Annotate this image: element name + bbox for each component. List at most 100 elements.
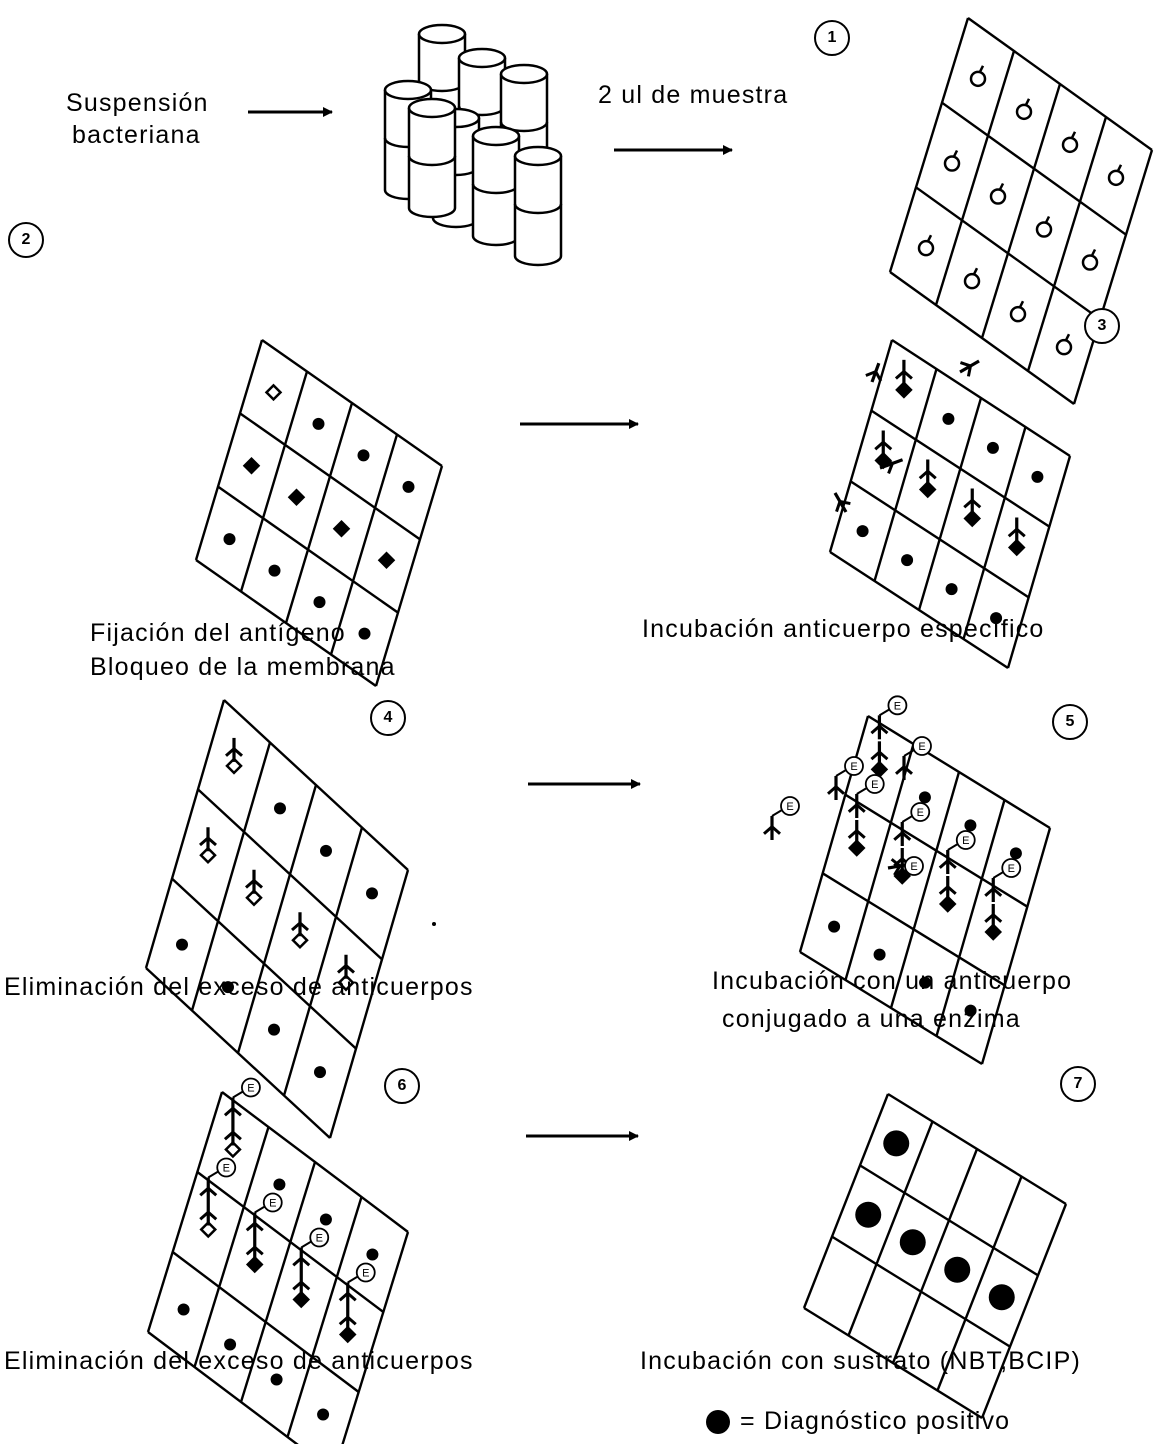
grid-line — [871, 411, 1049, 527]
enzyme-label: E — [917, 807, 924, 819]
antigen-dot — [901, 554, 913, 566]
suspension-label-line1: Suspensión — [66, 88, 209, 118]
antigen-dot — [269, 565, 281, 577]
grid-line — [982, 1204, 1066, 1418]
antigen-dot — [176, 939, 188, 951]
tube — [473, 127, 519, 245]
antigen-dot — [313, 418, 325, 430]
tube-rim — [409, 99, 455, 117]
conjugate-link — [348, 1277, 358, 1283]
sample-spot — [1017, 105, 1031, 119]
antigen-dot — [358, 449, 370, 461]
step-number-7: 7 — [1060, 1066, 1096, 1102]
antibody — [293, 1272, 309, 1296]
antibody — [828, 776, 844, 800]
antibody — [964, 489, 980, 515]
antigen-dot — [320, 1214, 332, 1226]
antigen-dot — [178, 1304, 190, 1316]
antibody — [200, 1178, 216, 1202]
sample-spot-tick — [954, 151, 957, 157]
grid-line — [968, 18, 1152, 150]
enzyme-label: E — [894, 700, 901, 712]
grid-line — [146, 700, 224, 968]
tube-rim — [473, 127, 519, 145]
grid-line — [851, 481, 1029, 597]
antigen-dot — [919, 791, 931, 803]
antigen-dot — [314, 596, 326, 608]
enzyme-label: E — [918, 741, 925, 753]
antibody — [226, 738, 242, 762]
grid-line — [916, 187, 1100, 319]
antigen-dot — [317, 1409, 329, 1421]
antigen-dot — [828, 921, 840, 933]
sample-spot — [1083, 256, 1097, 270]
antibody — [871, 741, 887, 765]
antibody — [225, 1122, 241, 1146]
step-number-5: 5 — [1052, 704, 1088, 740]
antigen-dot — [224, 533, 236, 545]
step-number-6: 6 — [384, 1068, 420, 1104]
grid-line — [172, 879, 356, 1049]
sample-spot — [991, 190, 1005, 204]
grid-line — [890, 272, 1074, 404]
sample-spot-tick — [1118, 165, 1121, 171]
antigen-dot — [274, 802, 286, 814]
positive-result-dot — [900, 1229, 926, 1255]
bacteria-marker — [245, 459, 259, 473]
sample-spot — [1057, 340, 1071, 354]
positive-result-dot — [883, 1130, 909, 1156]
antibody — [849, 820, 865, 844]
step4-caption: Eliminación del exceso de anticuerpos — [4, 972, 474, 1002]
grid-line — [830, 552, 1008, 668]
grid-line — [942, 103, 1126, 235]
enzyme-label: E — [786, 801, 793, 813]
enzyme-label: E — [850, 761, 857, 773]
antibody — [200, 1202, 216, 1226]
enzyme-label: E — [962, 835, 969, 847]
sample-spot-tick — [1072, 132, 1075, 138]
antibody — [985, 904, 1001, 928]
legend-positive-dot — [706, 1410, 730, 1434]
bacteria-marker — [380, 553, 394, 567]
sample-spot-tick — [974, 268, 977, 274]
step-number-3: 3 — [1084, 308, 1120, 344]
grid-line — [860, 1165, 1038, 1275]
antibody — [920, 460, 936, 486]
antigen-dot — [1010, 847, 1022, 859]
antibody — [225, 1098, 241, 1122]
antigen-dot — [320, 845, 332, 857]
antibody — [246, 870, 262, 894]
bacteria-marker — [267, 385, 281, 399]
conjugate-link — [301, 1242, 311, 1248]
step7-caption: Incubación con sustrato (NBT,BCIP) — [640, 1346, 1081, 1376]
step3-caption: Incubación anticuerpo específico — [642, 614, 1045, 644]
antibody — [896, 360, 912, 386]
bacteria-marker — [290, 490, 304, 504]
step5-caption-line2: conjugado a una enzima — [722, 1004, 1021, 1034]
bacteria-marker — [335, 522, 349, 536]
tube-rim — [515, 147, 561, 165]
enzyme-label: E — [871, 779, 878, 791]
positive-result-dot — [989, 1284, 1015, 1310]
antibody — [293, 1248, 309, 1272]
enzyme-label: E — [1008, 863, 1015, 875]
step2-caption-line1: Fijación del antígeno — [90, 618, 346, 648]
tube — [515, 147, 561, 265]
step-number-2: 2 — [8, 222, 44, 258]
tube-rim — [385, 81, 431, 99]
sample-tubes — [385, 25, 561, 265]
conjugate-link — [255, 1207, 265, 1213]
grid-line — [241, 372, 307, 592]
enzyme-label: E — [223, 1163, 230, 1175]
antibody — [340, 1283, 356, 1307]
enzyme-label: E — [269, 1198, 276, 1210]
grid-line — [148, 1092, 222, 1332]
sample-spot-tick — [928, 235, 931, 241]
sample-spot-tick — [1066, 334, 1069, 340]
positive-result-dot — [944, 1257, 970, 1283]
membrane-step1 — [890, 18, 1152, 404]
antibody — [956, 354, 983, 379]
antibody — [247, 1237, 263, 1261]
antigen-dot — [403, 481, 415, 493]
